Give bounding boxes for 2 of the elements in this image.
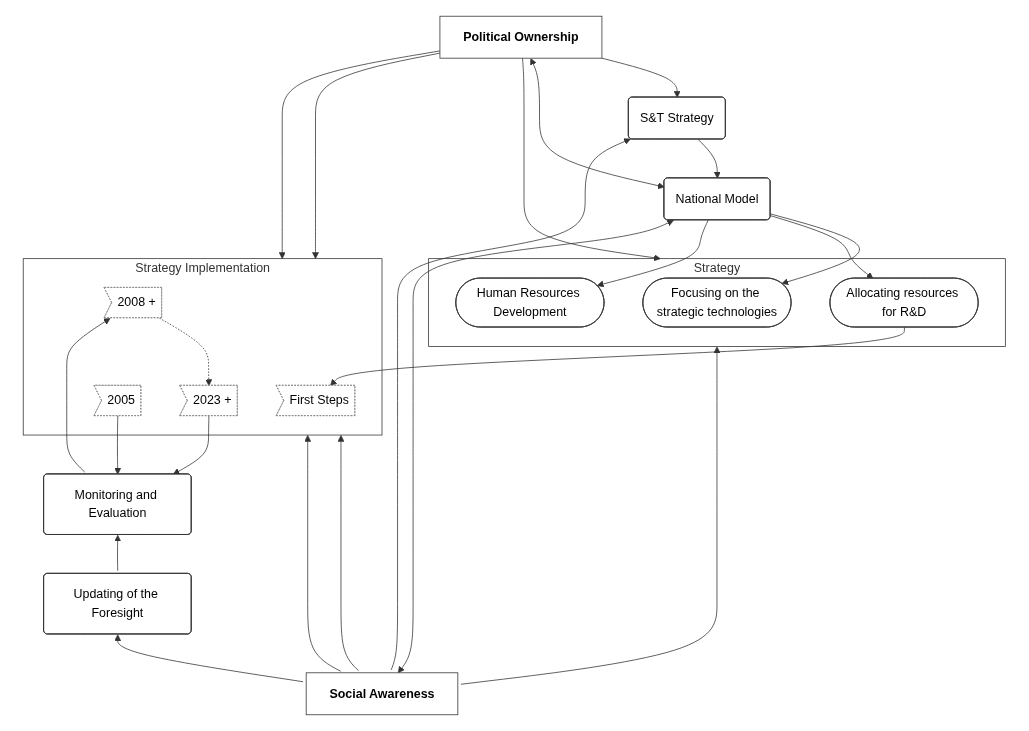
node-box: Social Awareness xyxy=(306,672,459,716)
node-box: Political Ownership xyxy=(439,15,603,59)
